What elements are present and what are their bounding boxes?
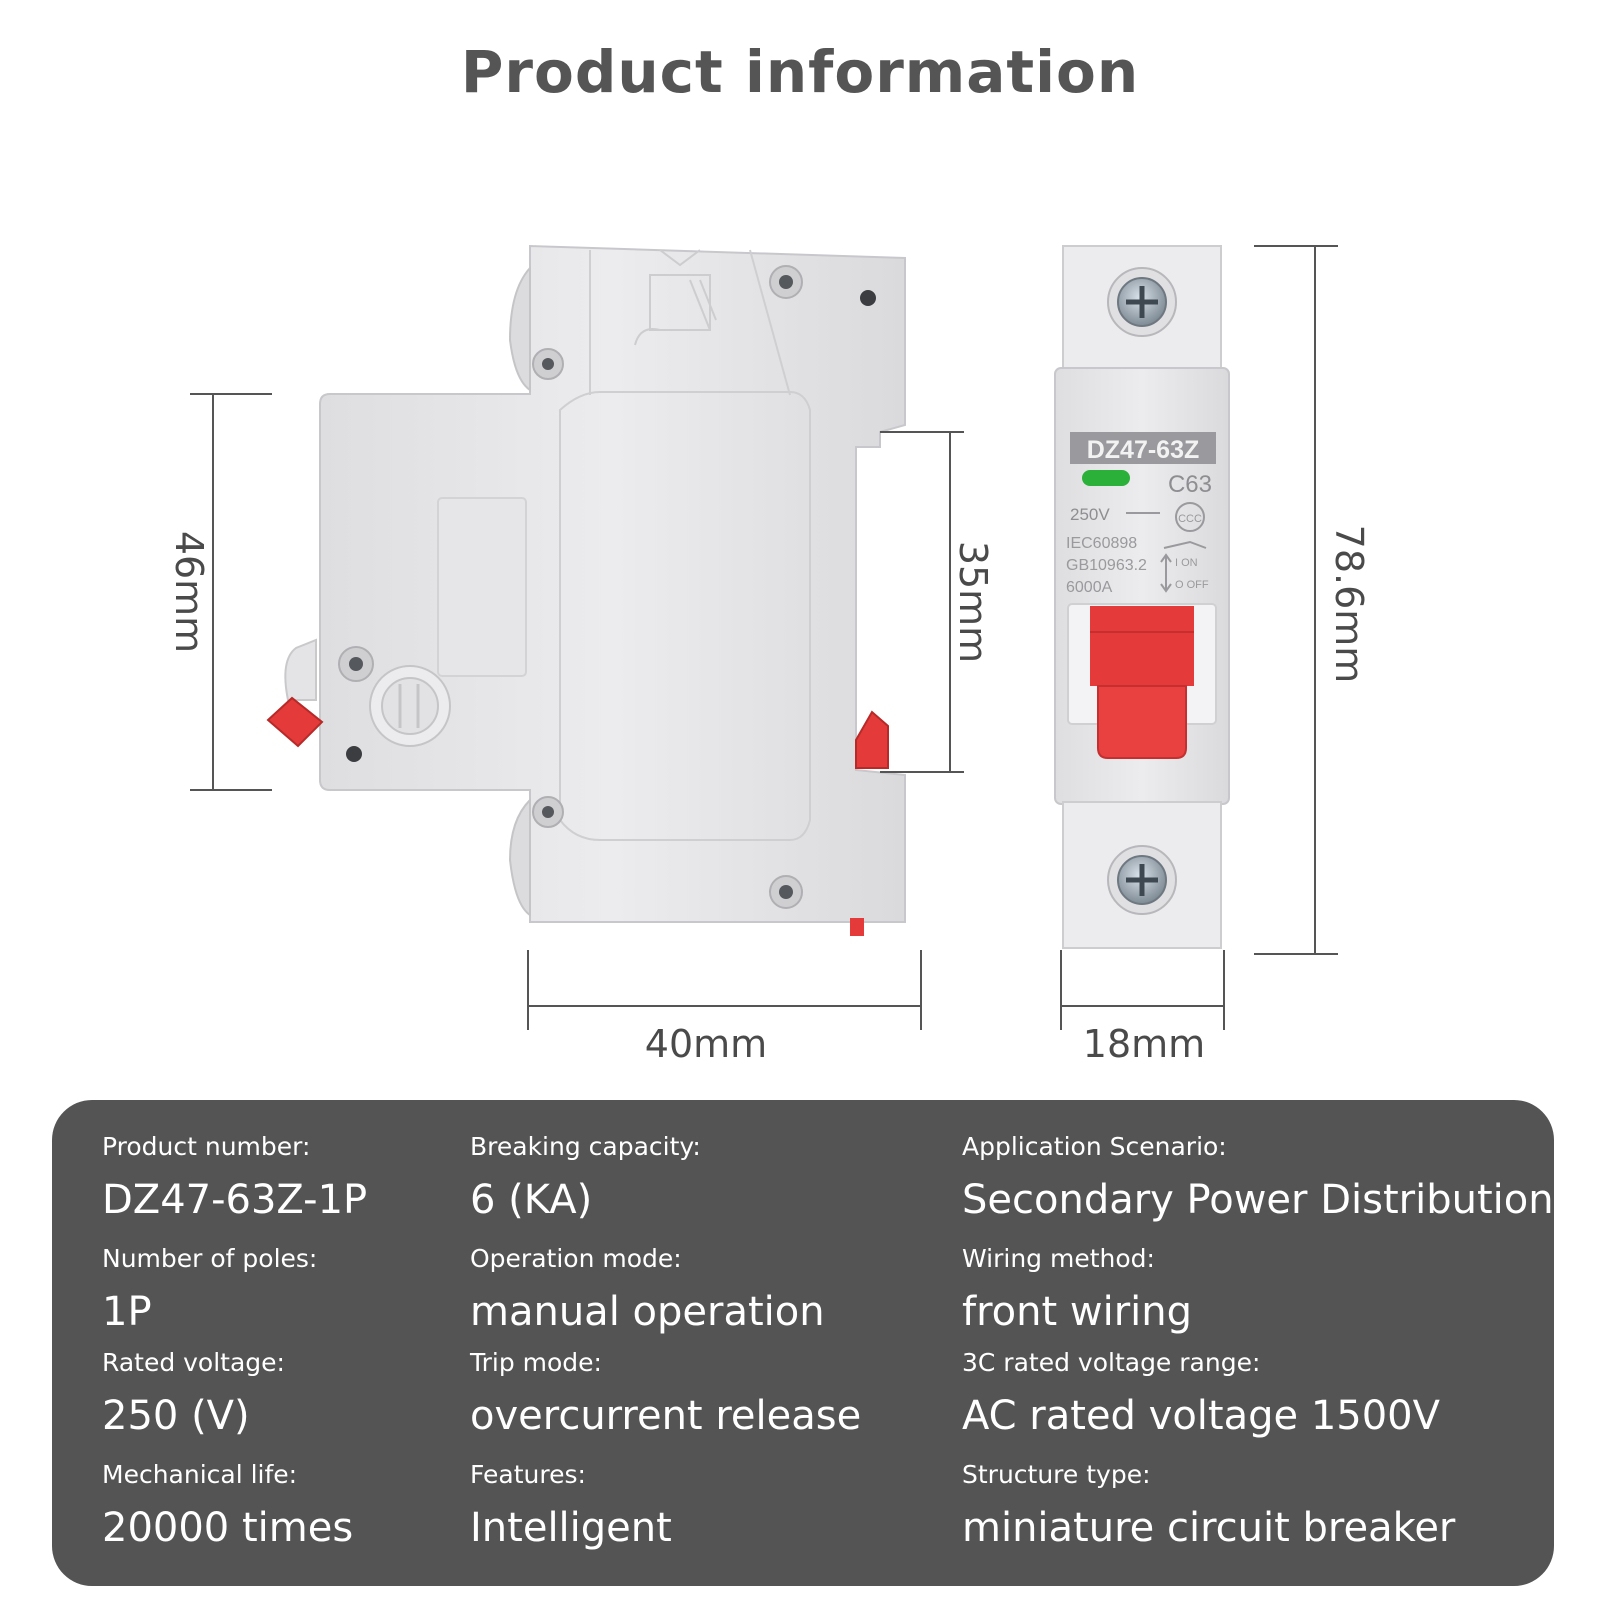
din-clip bbox=[850, 918, 864, 936]
spec-value: 20000 times bbox=[102, 1505, 354, 1551]
spec-label: Product number: bbox=[102, 1132, 311, 1161]
off-label: O OFF bbox=[1175, 579, 1209, 591]
front-view: DZ47-63Z C63 250V CCC IEC60898 GB10963.2… bbox=[1054, 245, 1230, 949]
terminal-screw-icon bbox=[1107, 267, 1177, 337]
side-view bbox=[266, 244, 906, 936]
spec-value: 6 (KA) bbox=[470, 1177, 593, 1223]
spec-label: Features: bbox=[470, 1460, 586, 1489]
spec-value: miniature circuit breaker bbox=[962, 1505, 1456, 1551]
dim-depth: 40mm bbox=[645, 1022, 767, 1066]
voltage-label: 250V bbox=[1070, 505, 1110, 524]
spec-label: Operation mode: bbox=[470, 1244, 682, 1273]
arrow-updown-icon bbox=[1160, 553, 1172, 593]
spec-structure-type: Structure type: miniature circuit breake… bbox=[962, 1460, 1455, 1552]
dim-width: 18mm bbox=[1083, 1022, 1205, 1066]
trip-tab bbox=[855, 710, 889, 769]
spec-trip-mode: Trip mode: overcurrent release bbox=[470, 1348, 861, 1440]
spec-label: Application Scenario: bbox=[962, 1132, 1227, 1161]
ccc-mark-icon: CCC bbox=[1175, 502, 1205, 532]
spec-3c-voltage-range: 3C rated voltage range: AC rated voltage… bbox=[962, 1348, 1440, 1440]
dim-height-side: 46mm bbox=[167, 531, 211, 653]
spec-label: 3C rated voltage range: bbox=[962, 1348, 1261, 1377]
dim-height-front: 78.6mm bbox=[1327, 525, 1371, 684]
spec-label: Structure type: bbox=[962, 1460, 1151, 1489]
spec-label: Rated voltage: bbox=[102, 1348, 285, 1377]
spec-breaking-capacity: Breaking capacity: 6 (KA) bbox=[470, 1132, 701, 1224]
spec-value: DZ47-63Z-1P bbox=[102, 1177, 368, 1223]
spec-value: manual operation bbox=[470, 1289, 825, 1335]
spec-wiring-method: Wiring method: front wiring bbox=[962, 1244, 1192, 1336]
dim-rail: 35mm bbox=[951, 541, 995, 663]
pivot-knob-icon bbox=[369, 665, 451, 747]
switch-symbol-icon bbox=[1163, 540, 1207, 549]
svg-text:CCC: CCC bbox=[1178, 513, 1202, 525]
spec-value: Intelligent bbox=[470, 1505, 672, 1551]
terminal-screw-icon bbox=[1107, 845, 1177, 915]
standard-1: IEC60898 bbox=[1066, 535, 1137, 552]
spec-mechanical-life: Mechanical life: 20000 times bbox=[102, 1460, 353, 1552]
dimension-lines bbox=[190, 245, 1338, 1030]
spec-label: Wiring method: bbox=[962, 1244, 1155, 1273]
product-diagram: DZ47-63Z C63 250V CCC IEC60898 GB10963.2… bbox=[167, 244, 1371, 1066]
spec-panel: Product number: DZ47-63Z-1P Number of po… bbox=[52, 1100, 1554, 1586]
standard-2: GB10963.2 bbox=[1066, 557, 1147, 574]
screw-icon bbox=[532, 796, 564, 828]
spec-value: 1P bbox=[102, 1289, 152, 1335]
spec-label: Breaking capacity: bbox=[470, 1132, 701, 1161]
on-label: I ON bbox=[1175, 557, 1198, 569]
side-handle bbox=[266, 696, 324, 748]
hole-icon bbox=[346, 746, 362, 762]
screw-icon bbox=[338, 646, 374, 682]
spec-number-of-poles: Number of poles: 1P bbox=[102, 1244, 317, 1336]
toggle-handle bbox=[1090, 606, 1194, 759]
hole-icon bbox=[860, 290, 876, 306]
embossed-mark-icon bbox=[634, 249, 717, 346]
spec-value: Secondary Power Distribution bbox=[962, 1177, 1554, 1223]
spec-product-number: Product number: DZ47-63Z-1P bbox=[102, 1132, 367, 1224]
spec-rated-voltage: Rated voltage: 250 (V) bbox=[102, 1348, 285, 1440]
rating-label: C63 bbox=[1168, 471, 1212, 498]
spec-value: overcurrent release bbox=[470, 1393, 862, 1439]
spec-value: front wiring bbox=[962, 1289, 1192, 1335]
spec-features: Features: Intelligent bbox=[470, 1460, 672, 1552]
spec-label: Number of poles: bbox=[102, 1244, 318, 1273]
page-title: Product information bbox=[460, 38, 1140, 106]
spec-operation-mode: Operation mode: manual operation bbox=[470, 1244, 825, 1336]
breaking-label: 6000A bbox=[1066, 579, 1113, 596]
spec-label: Mechanical life: bbox=[102, 1460, 298, 1489]
spec-value: AC rated voltage 1500V bbox=[962, 1393, 1440, 1439]
spec-application-scenario: Application Scenario: Secondary Power Di… bbox=[962, 1132, 1554, 1224]
screw-icon bbox=[769, 875, 803, 909]
screw-icon bbox=[769, 265, 803, 299]
model-label: DZ47-63Z bbox=[1087, 436, 1200, 464]
status-indicator bbox=[1082, 470, 1130, 486]
screw-icon bbox=[532, 348, 564, 380]
spec-label: Trip mode: bbox=[470, 1348, 602, 1377]
model-badge bbox=[1070, 432, 1216, 464]
spec-value: 250 (V) bbox=[102, 1393, 250, 1439]
